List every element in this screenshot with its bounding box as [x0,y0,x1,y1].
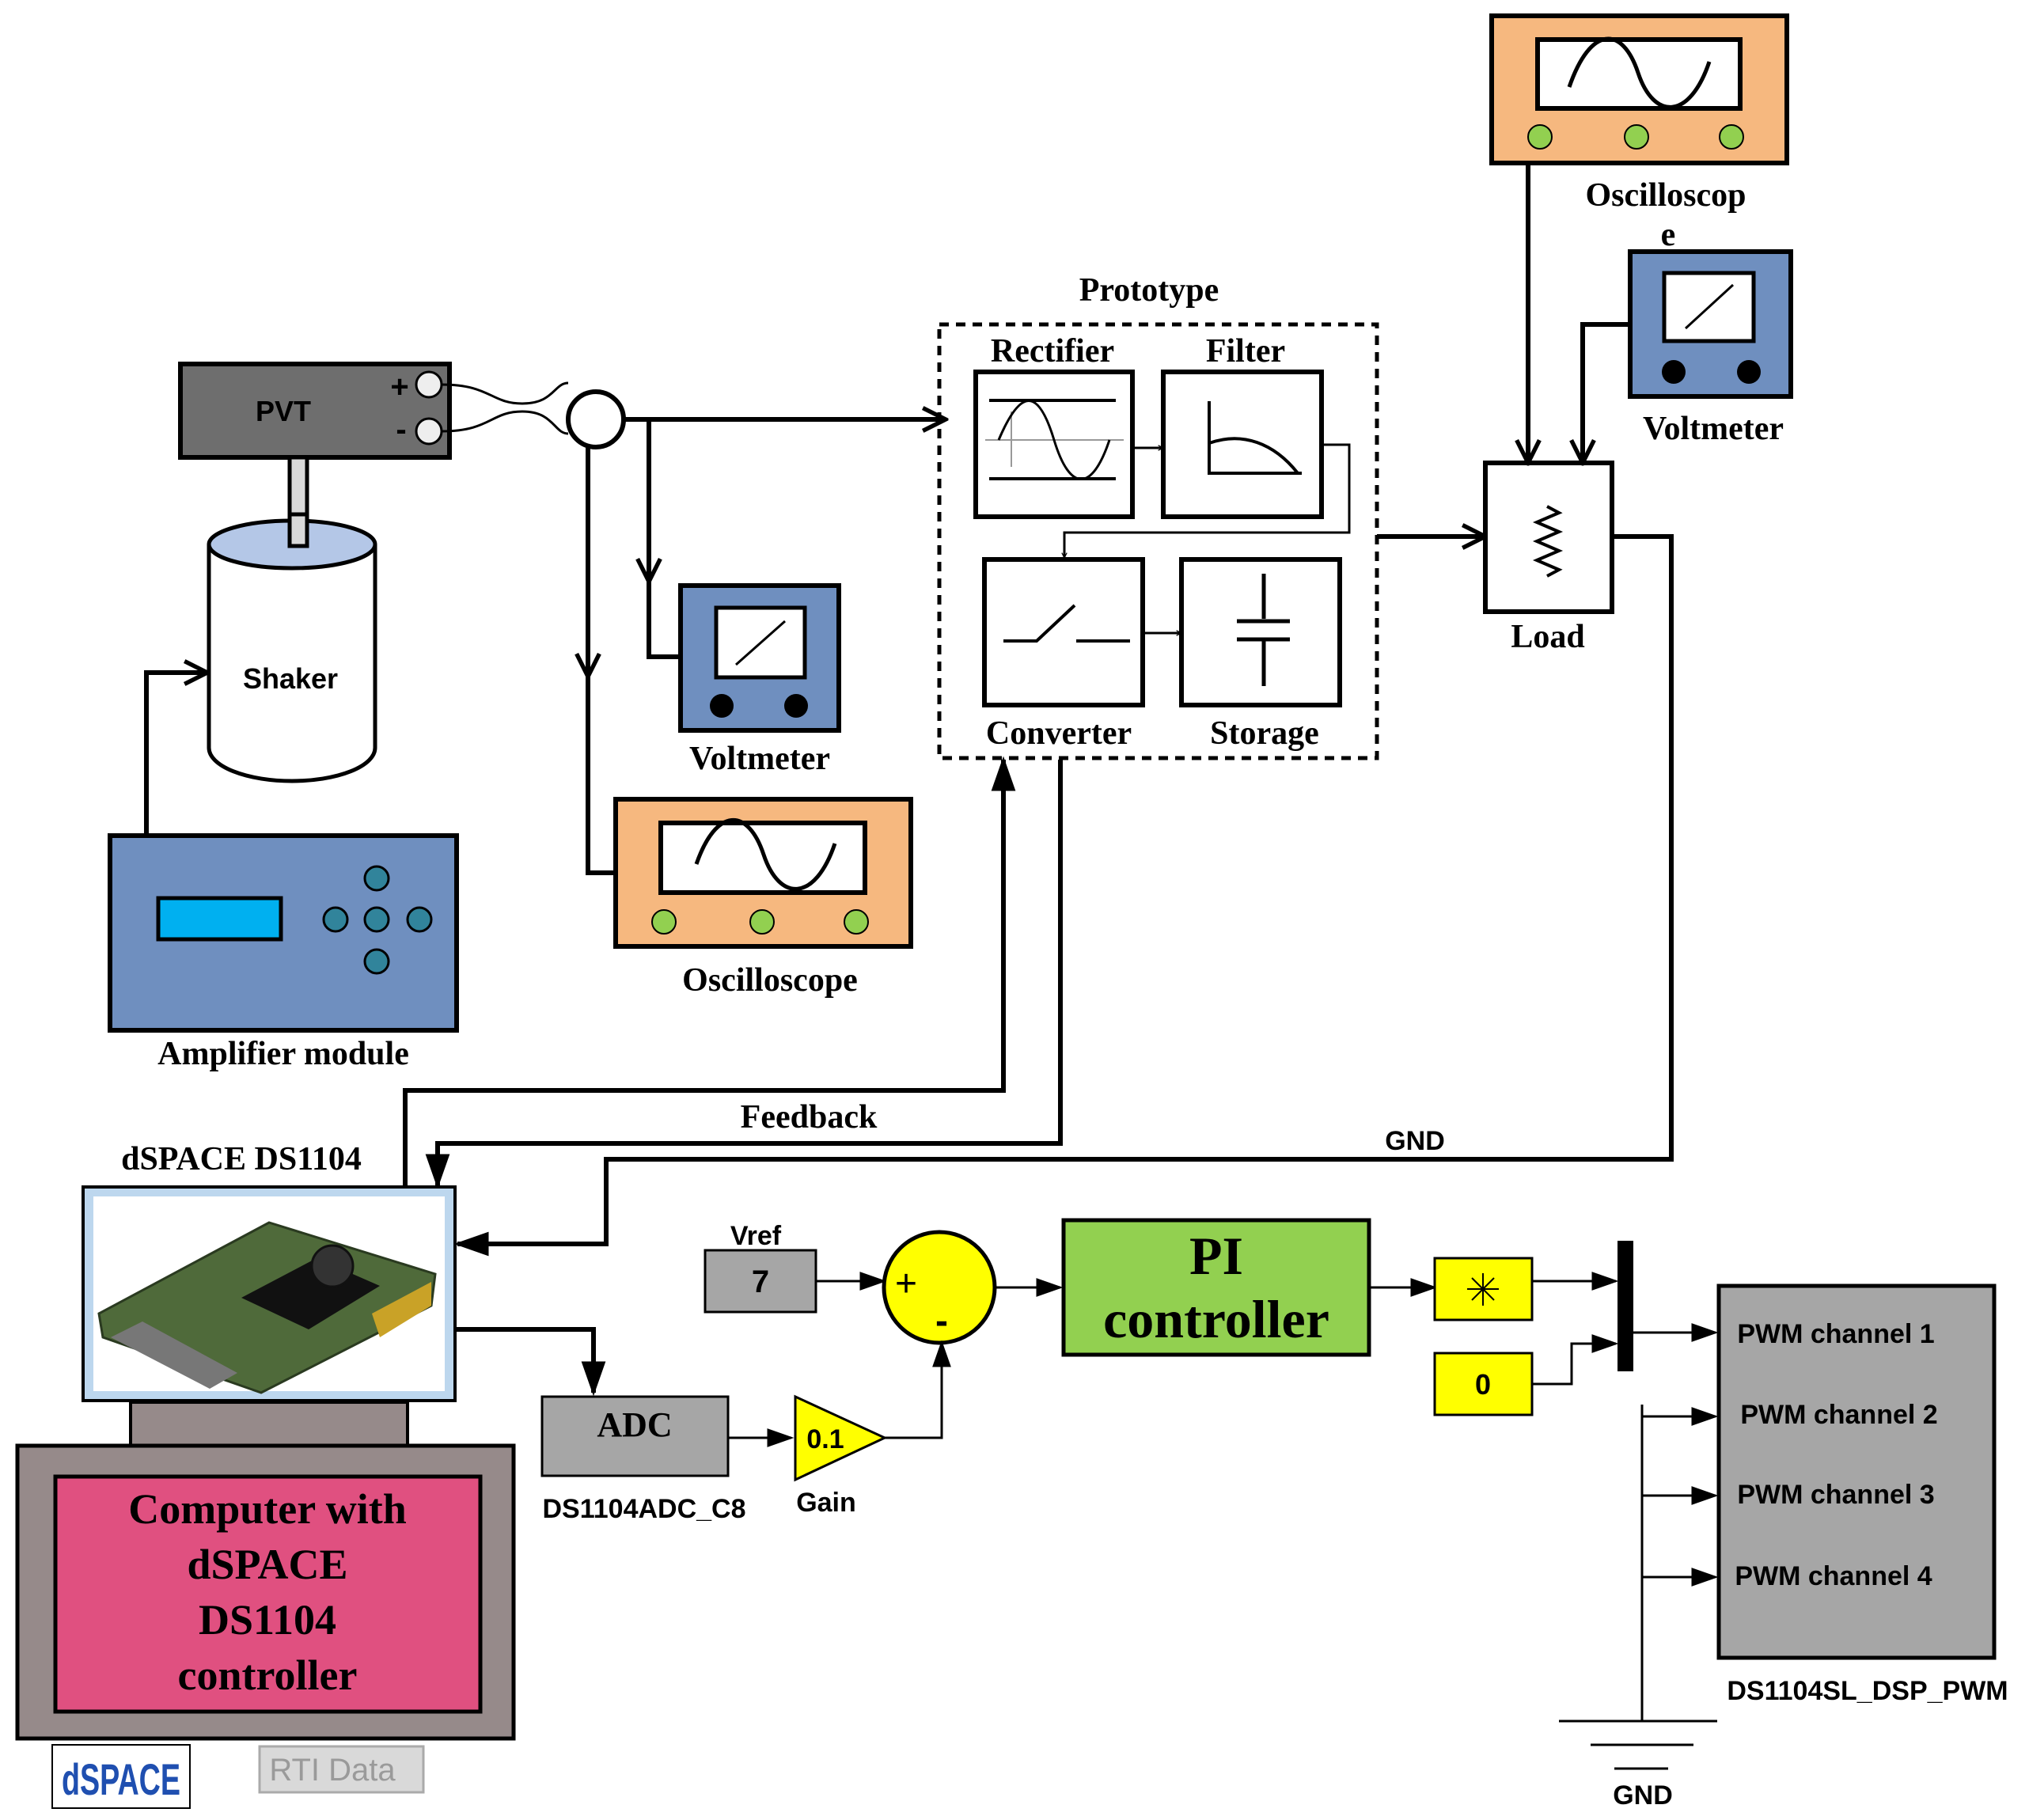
gain-caption: Gain [796,1488,856,1518]
resistor-icon [1532,505,1564,578]
pi-label-line2: controller [1103,1289,1329,1349]
monitor-stand [129,1401,409,1447]
sum-block[interactable]: + - [882,1230,997,1345]
voltmeter-left [678,583,841,733]
prototype-boundary [937,322,1379,760]
amplifier-button-right-icon [406,906,433,933]
computer-text-line4: controller [178,1651,358,1699]
rectifier-block [973,370,1135,519]
computer-text-line1: Computer with [128,1485,407,1533]
sum-minus-sign: - [935,1300,948,1342]
multiply-icon [1467,1273,1499,1306]
vref-value: 7 [752,1265,769,1299]
amplifier-button-left-icon [322,906,349,933]
zero-constant-block[interactable]: 0 [1433,1352,1534,1416]
fan-icon [310,1244,355,1288]
voltmeter-left-terminal-icon [784,694,808,718]
pvt-minus-label: - [396,412,406,447]
rectifier-label: Rectifier [991,333,1114,370]
ground-symbol-icon [1559,1720,1717,1770]
oscilloscope-left-label: Oscilloscope [682,962,858,999]
product-block[interactable] [1433,1257,1534,1321]
rti-data-label: RTI Data [269,1753,396,1788]
feedback-label: Feedback [741,1099,878,1136]
pvt-device: PVT + - [178,362,452,460]
load-block [1483,461,1614,614]
oscilloscope-right [1489,13,1789,165]
oscilloscope-right-label-wrap: e [1661,217,1676,253]
amplifier-lcd [156,896,283,942]
amplifier-button-down-icon [363,948,390,975]
gnd-bottom-label: GND [1613,1780,1673,1811]
pvt-label: PVT [256,395,311,427]
vref-constant-block[interactable]: 7 [704,1249,817,1314]
amplifier-button-up-icon [363,865,390,892]
computer-text-line2: dSPACE [187,1541,347,1588]
voltmeter-right-label: Voltmeter [1643,411,1784,447]
gain-value: 0.1 [806,1424,844,1454]
dspace-logo: dSPACE [51,1744,191,1809]
computer-monitor: Computer with dSPACE DS1104 controller [15,1443,516,1741]
voltmeter-right [1628,249,1793,399]
pi-controller-block[interactable]: PI controller [1061,1218,1371,1357]
oscilloscope-left-led-icon [844,909,869,935]
pwm-channel-1-label: PWM channel 1 [1737,1319,1934,1349]
voltmeter-right-terminal-icon [1737,360,1761,384]
pi-label-line1: PI [1189,1226,1243,1286]
amplifier-button-center-icon [363,906,390,933]
oscilloscope-right-led-icon [1527,124,1553,150]
pwm-channel-3-label: PWM channel 3 [1737,1480,1934,1510]
filter-block [1161,370,1324,519]
oscilloscope-right-led-icon [1624,124,1649,150]
oscilloscope-left-led-icon [749,909,775,935]
pvt-plus-terminal-icon [415,370,443,399]
storage-block [1179,557,1342,707]
adc-label: ADC [597,1405,672,1444]
dspace-board-image [82,1185,457,1402]
adc-block[interactable]: ADC [540,1395,730,1477]
pwm-channel-2-label: PWM channel 2 [1740,1400,1937,1430]
junction-node-icon [566,389,626,449]
gain-block[interactable]: 0.1 [794,1394,888,1482]
adc-caption: DS1104ADC_C8 [542,1494,745,1524]
shaker-device: Shaker [207,512,377,783]
dspace-title: dSPACE DS1104 [121,1141,362,1177]
voltmeter-right-terminal-icon [1662,360,1686,384]
rti-data-block[interactable]: RTI Data [258,1745,425,1794]
oscilloscope-left [613,797,913,949]
amplifier-module [108,833,459,1033]
mux-bar [1618,1241,1633,1371]
pwm-block[interactable] [1716,1283,1997,1660]
oscilloscope-right-label: Oscilloscop [1585,177,1746,214]
zero-constant-value: 0 [1475,1368,1491,1401]
pwm-block-caption: DS1104SL_DSP_PWM [1727,1676,2008,1706]
voltmeter-left-terminal-icon [710,694,734,718]
oscilloscope-left-led-icon [651,909,677,935]
voltmeter-left-label: Voltmeter [689,741,830,777]
pvt-plus-label: + [390,370,408,404]
gnd-top-label: GND [1385,1126,1445,1156]
computer-text-line3: DS1104 [199,1596,336,1644]
vref-label: Vref [730,1221,782,1251]
shaker-label: Shaker [243,662,338,695]
filter-label: Filter [1206,333,1285,370]
converter-block [982,557,1145,707]
amplifier-label: Amplifier module [157,1036,409,1072]
pwm-channel-4-label: PWM channel 4 [1735,1561,1932,1591]
oscilloscope-right-led-icon [1719,124,1744,150]
prototype-title: Prototype [1079,272,1219,309]
load-label: Load [1511,619,1584,655]
dspace-logo-text: dSPACE [62,1754,180,1804]
converter-label: Converter [986,715,1132,752]
storage-label: Storage [1210,715,1319,752]
sum-plus-sign: + [895,1263,917,1305]
pvt-minus-terminal-icon [415,417,443,446]
